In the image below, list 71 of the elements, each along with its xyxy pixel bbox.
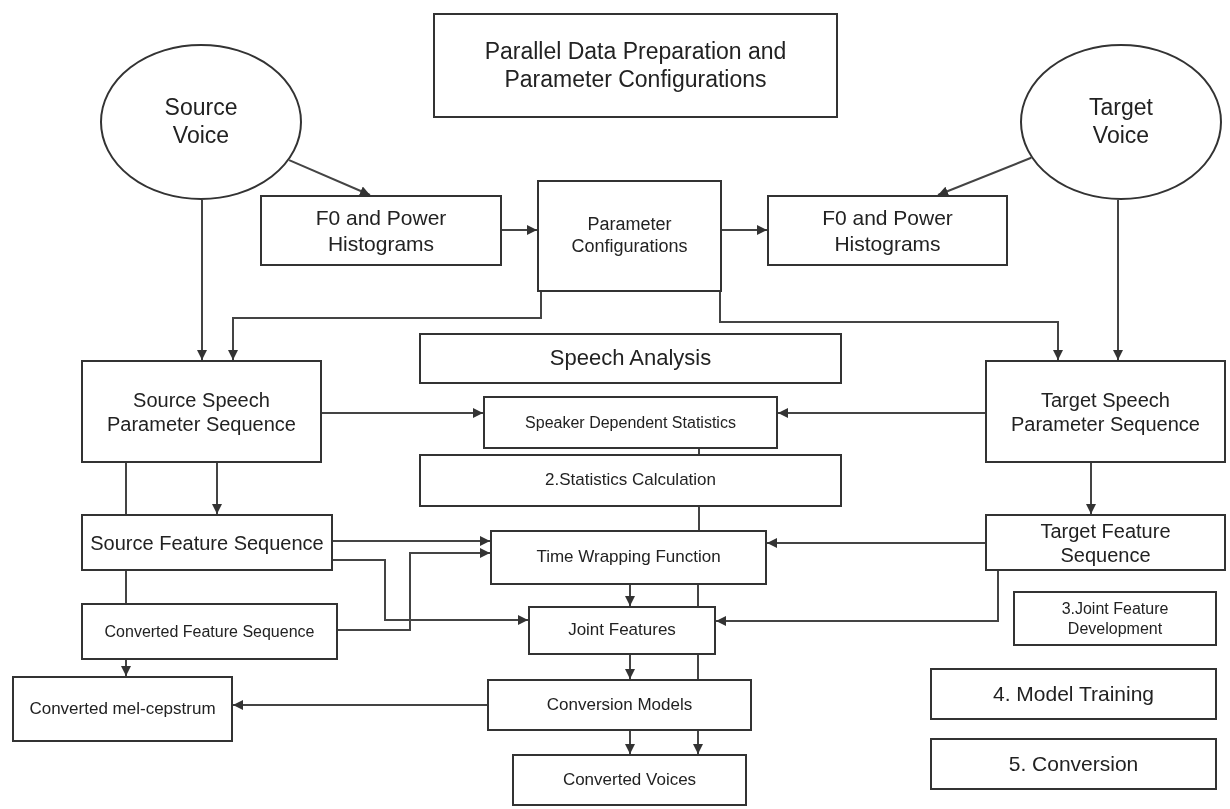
process-box bbox=[81, 603, 338, 660]
arrow bbox=[625, 654, 635, 680]
node-label: Joint Features bbox=[568, 620, 676, 641]
arrow bbox=[625, 730, 635, 755]
arrow bbox=[501, 225, 538, 235]
node-label: Target Voice bbox=[1088, 94, 1154, 150]
connector-line bbox=[125, 570, 127, 604]
node-label: Source Speech Parameter Sequence bbox=[106, 387, 297, 436]
arrow bbox=[321, 408, 484, 418]
process-box bbox=[419, 454, 842, 507]
node-label: 5. Conversion bbox=[1008, 751, 1139, 777]
node-label: F0 and Power Histograms bbox=[821, 205, 954, 256]
arrow bbox=[212, 462, 222, 515]
arrow bbox=[197, 199, 207, 361]
node-label: Source Feature Sequence bbox=[90, 530, 324, 555]
arrow bbox=[625, 584, 635, 607]
process-box bbox=[985, 514, 1226, 571]
node-label: Source Voice bbox=[163, 94, 239, 150]
process-box bbox=[767, 195, 1008, 266]
node-label: 4. Model Training bbox=[992, 681, 1155, 707]
node-label: Target Speech Parameter Sequence bbox=[1010, 387, 1201, 436]
arrow bbox=[937, 156, 1033, 196]
node-label: Converted Feature Sequence bbox=[104, 621, 315, 642]
connector-line bbox=[125, 462, 127, 515]
process-box bbox=[419, 333, 842, 384]
connector-line bbox=[697, 654, 699, 680]
node-label: Speech Analysis bbox=[549, 345, 712, 372]
node-label: Target Feature Sequence bbox=[1039, 518, 1172, 567]
process-box bbox=[537, 180, 722, 292]
process-box bbox=[260, 195, 502, 266]
arrow bbox=[777, 408, 986, 418]
arrow bbox=[232, 700, 488, 710]
arrow bbox=[228, 291, 542, 361]
connector-line bbox=[698, 506, 700, 531]
node-label: Speaker Dependent Statistics bbox=[525, 412, 736, 433]
arrow bbox=[715, 570, 999, 626]
node-label: Parallel Data Preparation and Parameter Configurations bbox=[483, 37, 788, 94]
process-box bbox=[512, 754, 747, 806]
process-box bbox=[1013, 591, 1217, 646]
process-box bbox=[490, 530, 767, 585]
node-label: Converted mel-cepstrum bbox=[29, 698, 216, 720]
arrow bbox=[288, 159, 371, 196]
arrow bbox=[332, 536, 491, 546]
node-label: F0 and Power Histograms bbox=[314, 205, 448, 256]
process-box bbox=[12, 676, 233, 742]
process-box bbox=[487, 679, 752, 731]
process-box bbox=[433, 13, 838, 118]
process-box bbox=[81, 514, 333, 571]
process-box bbox=[930, 668, 1217, 720]
node-label: Converted Voices bbox=[562, 769, 697, 791]
process-box bbox=[483, 396, 778, 449]
process-box bbox=[528, 606, 716, 655]
arrow bbox=[721, 225, 768, 235]
process-box bbox=[930, 738, 1217, 790]
node-label: Parameter Configurations bbox=[570, 214, 689, 258]
arrow bbox=[719, 291, 1063, 361]
arrow bbox=[1113, 198, 1123, 361]
process-box bbox=[81, 360, 322, 463]
node-label: 2.Statistics Calculation bbox=[545, 470, 716, 491]
process-box bbox=[985, 360, 1226, 463]
arrow bbox=[766, 538, 986, 548]
connector-line bbox=[698, 448, 700, 455]
arrow bbox=[337, 548, 491, 631]
node-label: 3.Joint Feature Development bbox=[1060, 599, 1170, 638]
arrow bbox=[121, 659, 131, 677]
node-label: Conversion Models bbox=[546, 694, 693, 716]
node-label: Time Wrapping Function bbox=[536, 547, 721, 568]
arrow bbox=[693, 730, 703, 755]
connector-line bbox=[697, 584, 699, 607]
arrow bbox=[1086, 462, 1096, 515]
arrow bbox=[332, 559, 529, 625]
